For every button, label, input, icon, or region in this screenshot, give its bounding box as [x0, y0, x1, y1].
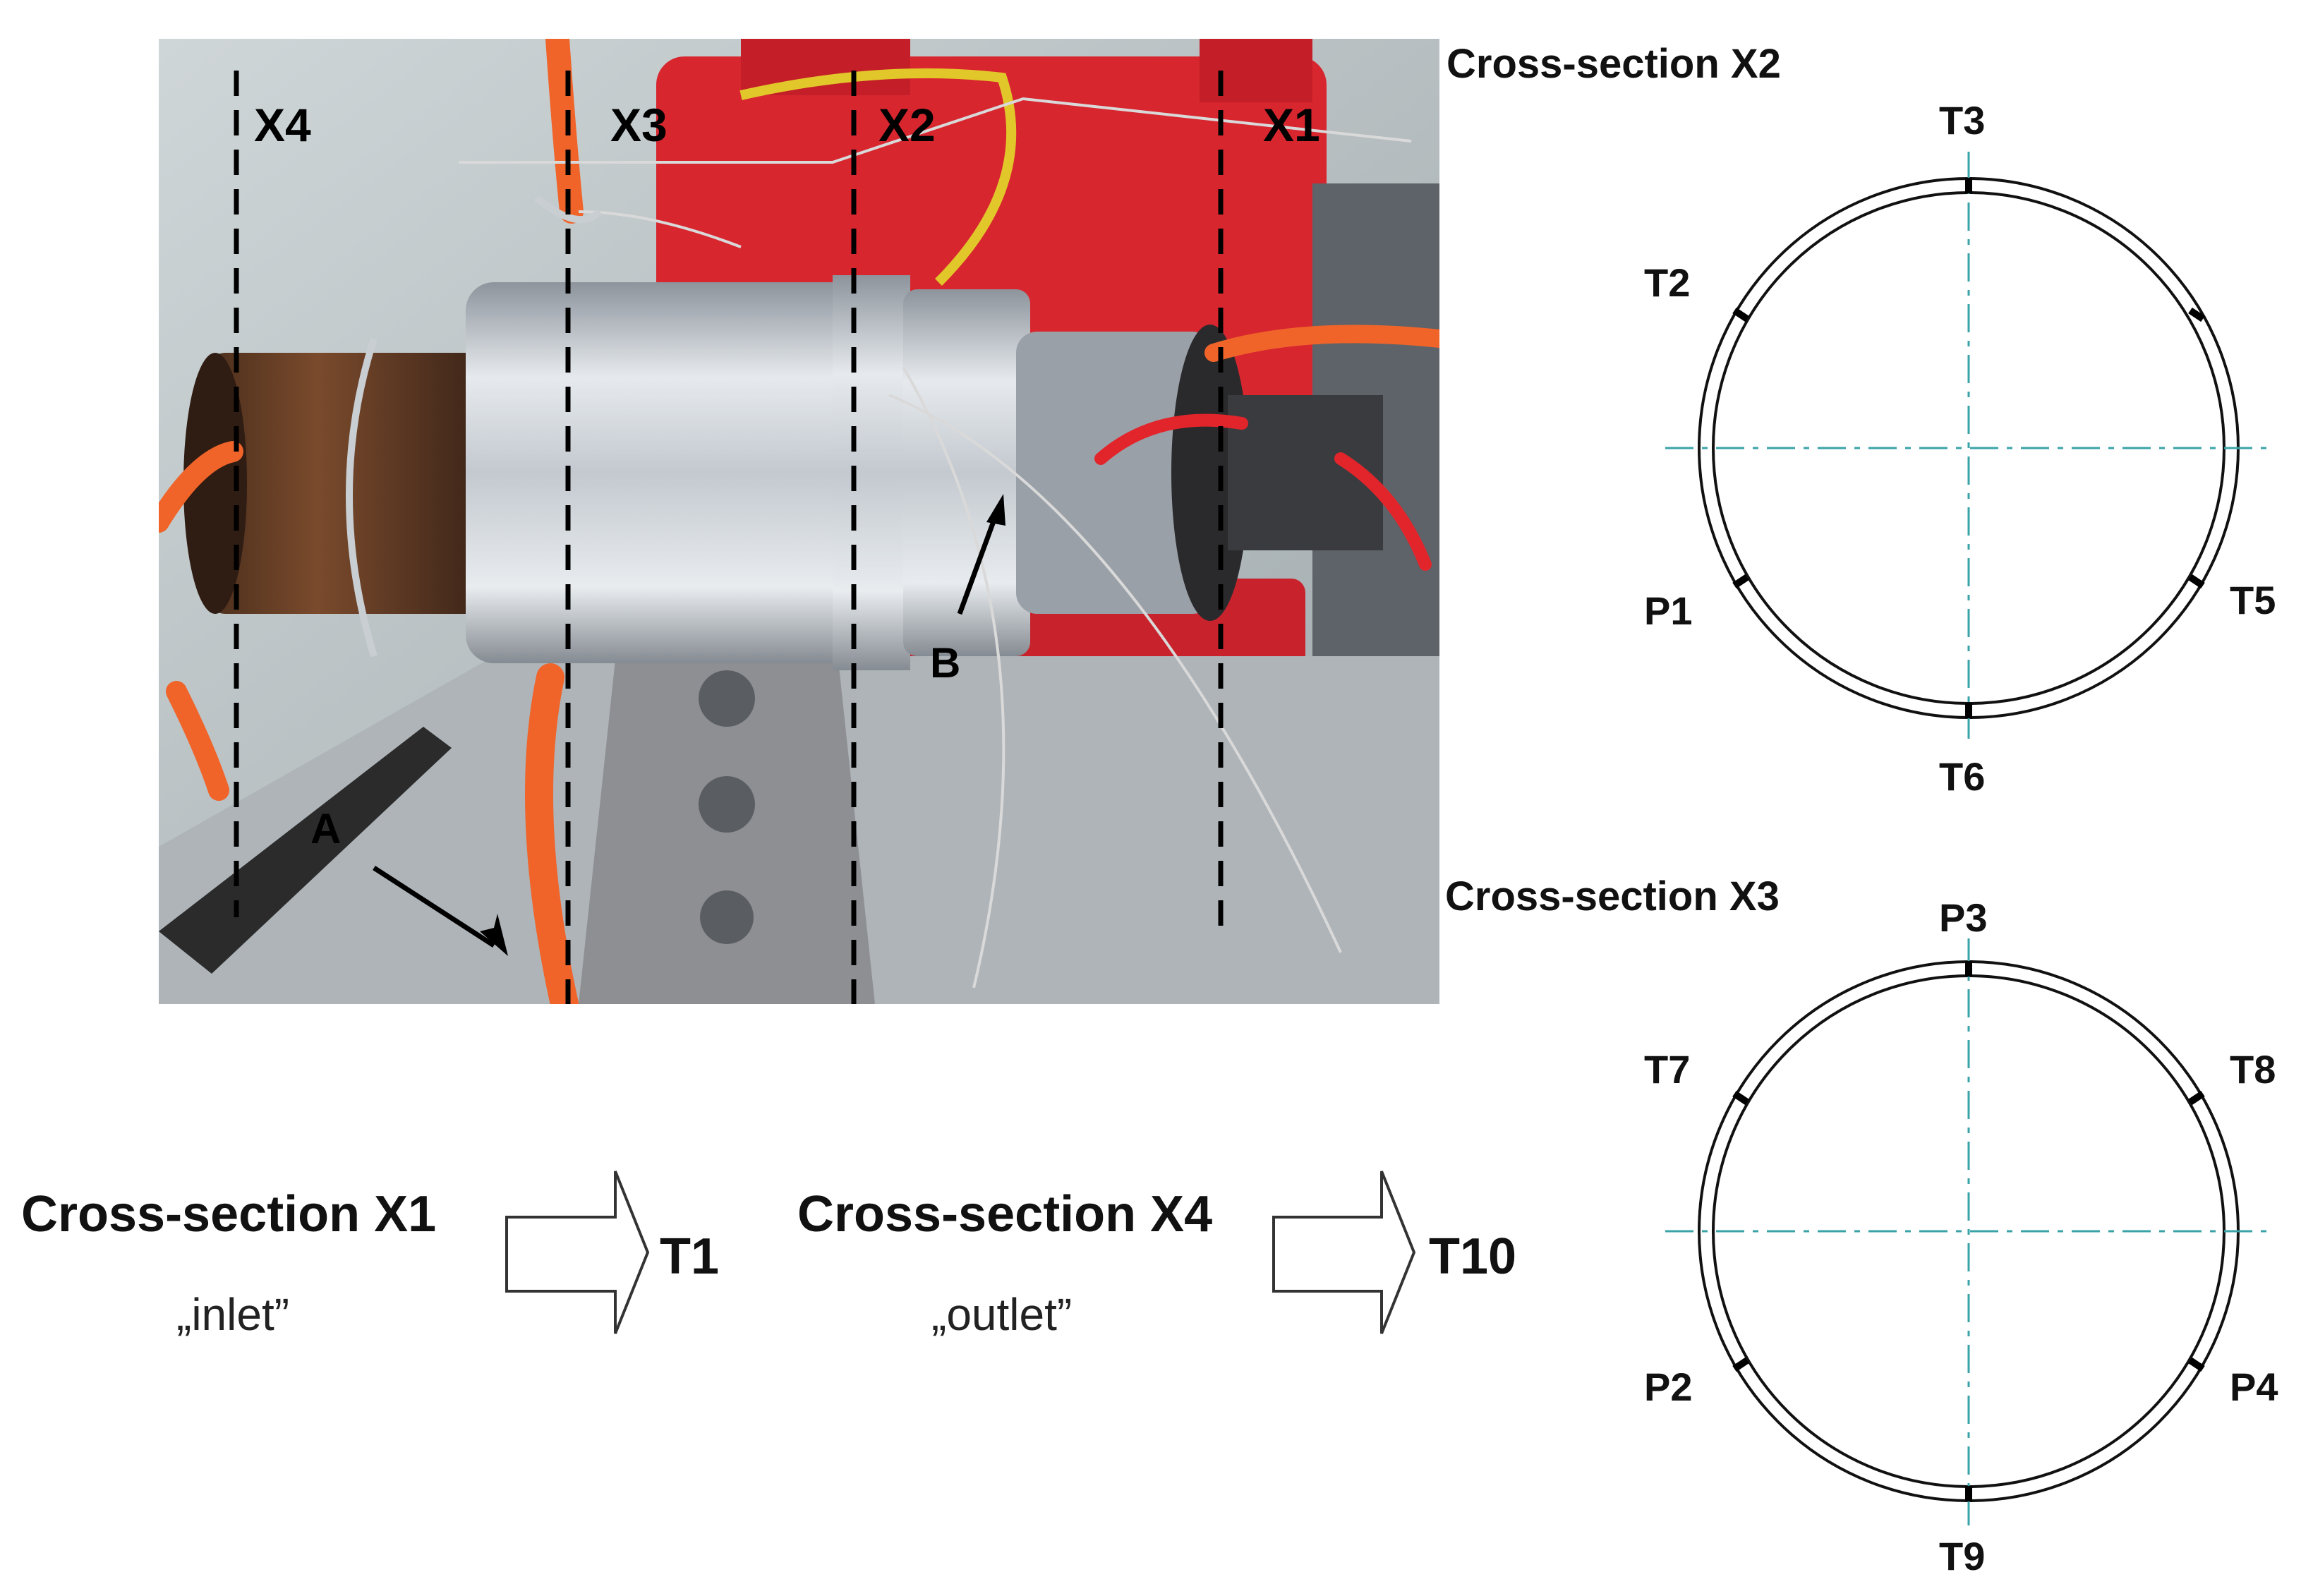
cross-section-x4-subtitle: „outlet”	[931, 1289, 1072, 1340]
sensor-label-p2: P2	[1644, 1365, 1693, 1409]
section-lines	[234, 71, 1224, 1004]
cross-section-x4-result: T10	[1429, 1228, 1516, 1285]
photo-rail	[159, 727, 452, 974]
engine-body	[466, 275, 1383, 670]
sensor-markers	[1732, 961, 2205, 1501]
thermocouple-cable	[739, 68, 1017, 286]
sensor-label-t7: T7	[1644, 1047, 1690, 1092]
exhaust-nozzle	[183, 353, 487, 614]
sensor-markers	[1732, 178, 2205, 718]
cross-section-x1-subtitle: „inlet”	[176, 1289, 289, 1340]
callout-arrow-b	[957, 494, 1005, 615]
sensor-label-p1: P1	[1644, 588, 1693, 633]
flow-arrow-icon	[505, 1171, 650, 1334]
cross-section-x1: Cross-section X1 „inlet” T1	[21, 1171, 719, 1340]
sensor-wires	[459, 97, 1412, 989]
cross-section-x3: Cross-section X3 P3 T7 T8 P2 P4 T9	[1445, 873, 2278, 1578]
section-line-label-x2: X2	[878, 99, 936, 151]
cross-section-x3-title: Cross-section X3	[1445, 873, 1780, 919]
sensor-label-p4: P4	[2230, 1365, 2278, 1409]
callout-arrow-a	[373, 866, 508, 956]
sensor-label-t3: T3	[1939, 98, 1985, 143]
hose-clamps	[346, 195, 603, 658]
sensor-label-t2: T2	[1644, 260, 1690, 305]
sensor-label-t5: T5	[2230, 578, 2276, 622]
sensor-label-t9: T9	[1939, 1534, 1985, 1578]
section-line-label-x1: X1	[1263, 99, 1320, 151]
callout-label-b: B	[930, 639, 960, 687]
callout-label-a: A	[310, 805, 341, 852]
cross-section-x2-title: Cross-section X2	[1447, 41, 1781, 87]
flow-arrow-icon	[1272, 1171, 1416, 1334]
cross-section-x4-title: Cross-section X4	[797, 1186, 1212, 1243]
section-line-label-x4: X4	[254, 99, 311, 151]
cross-section-x1-title: Cross-section X1	[21, 1186, 436, 1243]
sensor-label-p3: P3	[1939, 895, 1988, 940]
sensor-label-t8: T8	[2230, 1047, 2276, 1092]
cross-section-x1-result: T1	[660, 1228, 719, 1285]
cross-section-x2: Cross-section X2 T3 T2 P1 T5 T6	[1447, 41, 2276, 799]
sensor-label-t6: T6	[1939, 754, 1985, 799]
cross-section-x4: Cross-section X4 „outlet” T10	[797, 1171, 1516, 1340]
section-line-label-x3: X3	[610, 99, 668, 151]
